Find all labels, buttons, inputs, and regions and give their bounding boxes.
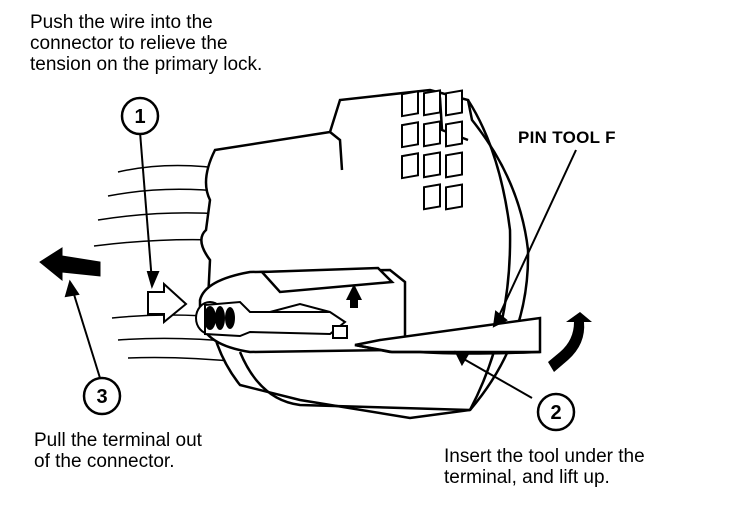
callout-3: 3 <box>82 376 122 416</box>
leader-3 <box>71 287 101 379</box>
push-arrow <box>147 281 188 325</box>
leader-tool <box>497 149 577 319</box>
callout-1: 1 <box>120 96 160 136</box>
callout-2: 2 <box>536 392 576 432</box>
leader-tool-arrowhead <box>492 310 508 328</box>
svg-text:3: 3 <box>96 386 107 408</box>
pin-tool-label: PIN TOOL F <box>518 128 616 147</box>
step-3-caption: Pull the terminal out of the connector. <box>34 430 202 472</box>
connector-cavities <box>401 89 463 211</box>
leader-2-arrowhead <box>454 350 470 367</box>
terminal <box>195 300 348 339</box>
step-1-caption: Push the wire into the connector to reli… <box>30 12 263 75</box>
svg-text:1: 1 <box>134 106 145 128</box>
lift-indicator-arrow <box>346 284 362 308</box>
terminal-spring <box>204 306 235 330</box>
leader-lines <box>64 131 577 399</box>
leader-1 <box>139 131 153 283</box>
svg-text:2: 2 <box>550 402 561 424</box>
step-2-caption: Insert the tool under the terminal, and … <box>444 446 645 488</box>
lift-arrow <box>548 312 592 372</box>
leader-2 <box>461 357 533 399</box>
leader-1-arrowhead <box>146 271 160 289</box>
leader-3-arrowhead <box>64 279 80 298</box>
pull-arrow <box>39 247 101 282</box>
